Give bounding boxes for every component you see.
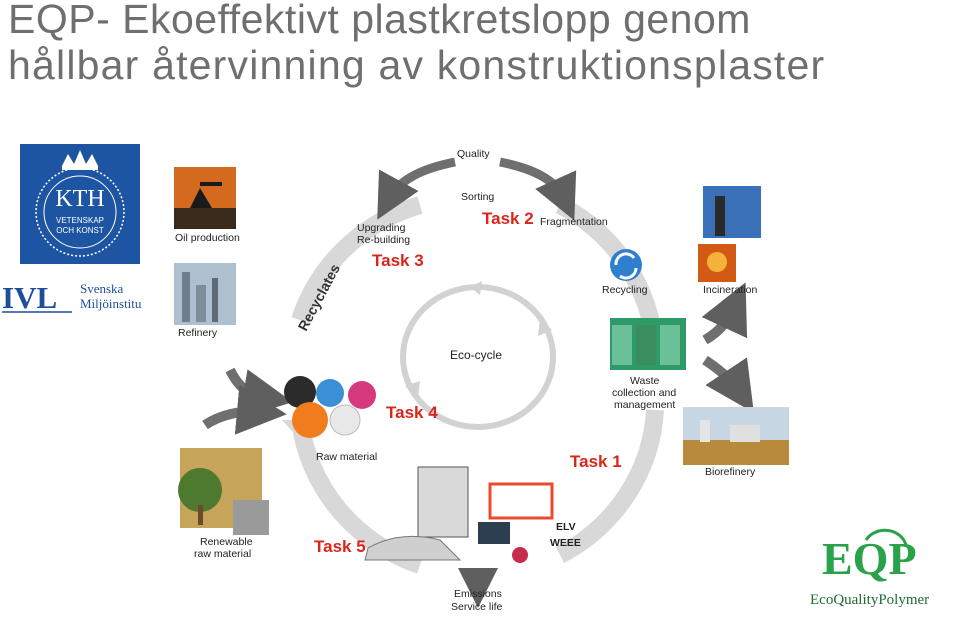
label-recycling: Recycling	[602, 284, 648, 296]
label-emissions: Emissions	[454, 588, 502, 600]
label-waste-3: management	[614, 399, 675, 411]
label-incineration: Incineration	[703, 284, 757, 296]
task-2-label: Task 2	[482, 209, 534, 228]
incineration-image	[698, 186, 761, 282]
task-5-label: Task 5	[314, 537, 366, 556]
biorefinery-image	[683, 407, 789, 465]
waste-containers-image	[610, 318, 686, 370]
renewable-raw-material-image	[178, 448, 269, 535]
products-image	[365, 467, 552, 563]
label-sorting: Sorting	[461, 191, 494, 203]
task-3-label: Task 3	[372, 251, 424, 270]
oil-production-image	[174, 167, 236, 229]
task-1-label: Task 1	[570, 452, 622, 471]
label-refinery: Refinery	[178, 327, 218, 339]
label-raw-material: Raw material	[316, 451, 377, 463]
label-biorefinery: Biorefinery	[705, 466, 756, 478]
task-4-label: Task 4	[386, 403, 438, 422]
label-waste-2: collection and	[612, 387, 676, 399]
label-waste-1: Waste	[630, 375, 660, 387]
label-rebuilding: Re-building	[357, 234, 410, 246]
label-elv: ELV	[556, 521, 576, 533]
label-renewable-1: Renewable	[200, 536, 253, 548]
label-weee: WEEE	[550, 537, 581, 549]
label-oil-production: Oil production	[175, 232, 240, 244]
refinery-image	[174, 263, 236, 325]
raw-material-pellets-image	[284, 376, 376, 438]
label-upgrading: Upgrading	[357, 222, 406, 234]
recycling-icon	[610, 249, 642, 281]
label-eco-cycle: Eco-cycle	[450, 348, 502, 362]
label-renewable-2: raw material	[194, 548, 251, 560]
label-service-life: Service life	[451, 601, 503, 613]
label-fragmentation: Fragmentation	[540, 216, 608, 228]
label-quality: Quality	[457, 148, 490, 160]
